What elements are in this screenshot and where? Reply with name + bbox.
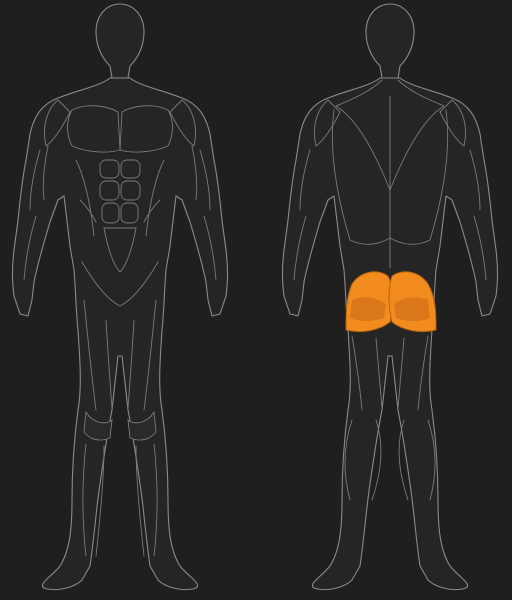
glute-right-shade [394, 297, 430, 321]
back-arms [293, 149, 487, 281]
back-deltoids [314, 99, 466, 147]
front-figure [11, 3, 229, 591]
front-deltoids [44, 99, 196, 147]
front-abs [99, 159, 141, 273]
front-knees [83, 410, 157, 441]
front-pecs [67, 105, 173, 153]
front-torso [11, 77, 229, 591]
back-lats [331, 109, 449, 245]
back-head [365, 3, 415, 79]
back-figure [281, 3, 499, 591]
glute-left-shade [350, 297, 386, 321]
front-groin [81, 261, 159, 307]
back-calves [344, 419, 436, 501]
front-obliques [75, 159, 165, 237]
front-quads [83, 299, 157, 411]
gluteus-highlight [345, 271, 437, 333]
back-body [281, 77, 499, 591]
front-shins [82, 443, 158, 557]
front-arms [23, 145, 217, 281]
front-head [95, 3, 145, 79]
back-hamstrings [351, 335, 429, 411]
